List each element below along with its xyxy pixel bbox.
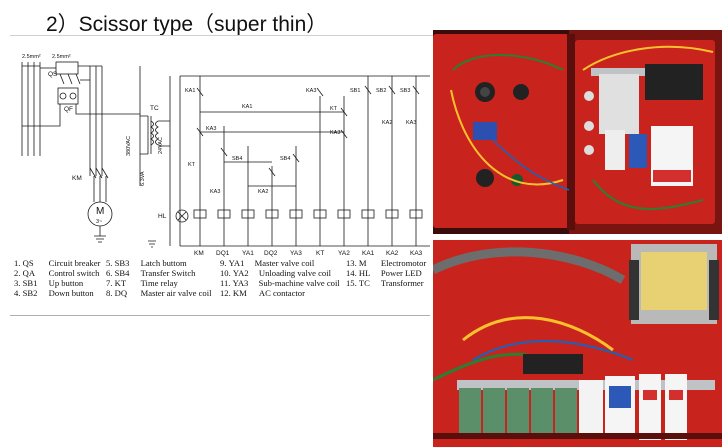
transformer-tc [140, 76, 171, 246]
contact-label: KT [330, 106, 338, 112]
transformer-rating-label: 6.3VA [140, 171, 146, 186]
control-contacts [196, 85, 420, 177]
coil-label: DQ1 [216, 250, 230, 257]
motor-sub-label: 3~ [96, 219, 102, 225]
ground-symbol [148, 240, 156, 248]
fuse-qf [57, 87, 79, 105]
contact-label: KA3 [206, 126, 216, 132]
coil-label: KA1 [362, 250, 375, 257]
contact-label: SB1 [350, 88, 360, 94]
contact-label: KA2 [258, 189, 268, 195]
control-bus [179, 75, 430, 247]
coil-label: DQ2 [264, 250, 278, 257]
wire-gauge-label: 2.5mm² [52, 54, 71, 60]
contact-label: KA1 [185, 88, 195, 94]
title-rule [10, 35, 468, 36]
wire-gauge-label: 2.5mm² [22, 54, 41, 60]
power-input-lines [21, 62, 41, 156]
contact-label: SB3 [400, 88, 410, 94]
transformer-secondary-label: 24VAC [158, 137, 164, 154]
motor-label: M [96, 206, 104, 217]
coil-label: KT [316, 250, 324, 257]
wiring-schematic: 2.5mm² 2.5mm² QS QF KM M 3~ [21, 54, 430, 257]
contact-label: SB4 [280, 156, 290, 162]
contact-label: KA3 [210, 189, 220, 195]
coil-label: YA2 [338, 250, 350, 257]
contact-label: KA3 [330, 130, 340, 136]
coil-label: KA2 [386, 250, 399, 257]
coil-label: KM [194, 250, 204, 257]
contact-label: SB2 [376, 88, 386, 94]
contact-label: KA1 [242, 104, 252, 110]
control-box-photo-top [433, 30, 722, 234]
circuit-breaker-qs [40, 61, 81, 85]
coil-row [193, 209, 423, 219]
km-label: KM [72, 175, 82, 182]
contactor-km-contacts [89, 167, 109, 196]
control-box-photo-bottom [433, 240, 722, 447]
page-title: 2）Scissor type（super thin） [46, 13, 328, 36]
bottom-rule [10, 315, 430, 316]
coil-label: KA3 [410, 250, 423, 257]
hl-label: HL [158, 213, 167, 220]
coil-label: YA1 [242, 250, 254, 257]
contact-label: KA3 [406, 120, 416, 126]
qs-label: QS [48, 71, 58, 78]
tc-label: TC [150, 105, 159, 112]
qf-label: QF [64, 106, 73, 113]
contact-label: KT [188, 162, 196, 168]
contact-label: KA3 [306, 88, 316, 94]
contact-label: SB4 [232, 156, 242, 162]
ground-symbol [94, 226, 106, 243]
contact-label: KA2 [382, 120, 392, 126]
power-led-lamp [175, 209, 189, 223]
coil-label: YA3 [290, 250, 302, 257]
transformer-primary-label: 380VAC [126, 136, 132, 156]
